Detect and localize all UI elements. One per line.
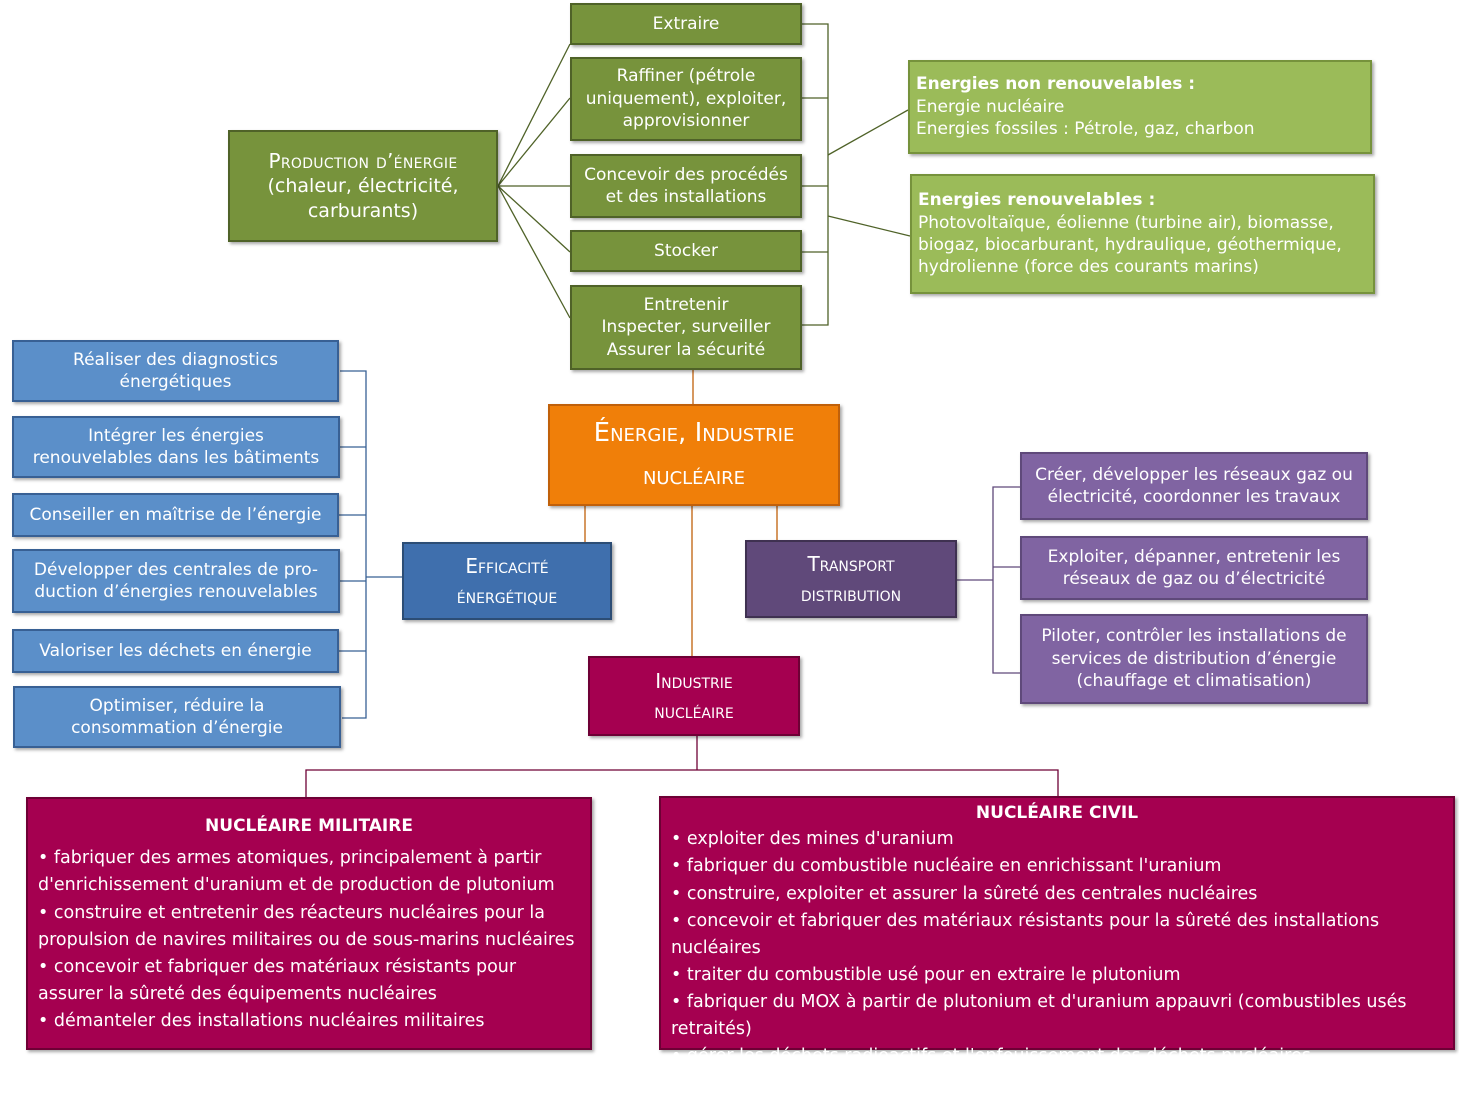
- list-item: fabriquer des armes atomiques, principal…: [38, 845, 580, 899]
- efficacite-item-integrer: Intégrer les énergies renouvelables dans…: [12, 416, 340, 478]
- transport-item-creer: Créer, développer les réseaux gaz ou éle…: [1020, 452, 1368, 520]
- nucleaire-civil-list: exploiter des mines d'uranium fabriquer …: [671, 826, 1443, 1097]
- energies-line: Energie nucléaire: [916, 96, 1065, 117]
- list-item: construire et entretenir des réacteurs n…: [38, 900, 580, 954]
- efficacite-item-developper: Développer des centrales de pro- duction…: [12, 549, 340, 613]
- list-item: fabriquer du MOX à partir de plutonium e…: [671, 989, 1443, 1043]
- activity-label: Extraire: [652, 13, 720, 34]
- efficacite-node: Efficacité énergétique: [402, 542, 612, 620]
- activity-label: Inspecter, surveiller: [601, 317, 771, 338]
- energies-renouvelables-heading: Energies renouvelables :: [918, 190, 1156, 211]
- efficacite-item-label: Optimiser, réduire la: [89, 695, 265, 716]
- list-item: construire, exploiter et assurer la sûre…: [671, 881, 1443, 908]
- nucleaire-civil-heading: NUCLÉAIRE CIVIL: [975, 803, 1139, 823]
- efficacite-item-diagnostics: Réaliser des diagnostics énergétiques: [12, 340, 339, 402]
- transport-item-label: Exploiter, dépanner, entretenir les: [1047, 546, 1341, 567]
- list-item: exploiter des mines d'uranium: [671, 826, 1443, 853]
- production-subtitle-line2: carburants): [307, 200, 419, 223]
- efficacite-item-label: duction d’énergies renouvelables: [34, 582, 318, 602]
- transport-item-label: (chauffage et climatisation): [1076, 671, 1312, 692]
- list-item: gérer les déchets radioactifs et l'enfou…: [671, 1043, 1443, 1070]
- activity-label: Raffiner (pétrole: [616, 66, 756, 87]
- central-title-line2: nucléaire: [642, 461, 746, 491]
- transport-title-line1: Transport: [807, 552, 895, 576]
- production-node: Production d’énergie (chaleur, électrici…: [228, 130, 498, 242]
- list-item: démanteler des installations nucléaires …: [38, 1008, 580, 1035]
- efficacite-item-label: Développer des centrales de pro-: [33, 559, 319, 580]
- transport-item-label: électricité, coordonner les travaux: [1047, 487, 1341, 507]
- efficacite-item-label: Intégrer les énergies: [88, 425, 264, 446]
- efficacite-item-label: Valoriser les déchets en énergie: [39, 640, 312, 661]
- list-item: démanteler les installations nucléaires …: [671, 1070, 1443, 1097]
- activity-stocker: Stocker: [570, 230, 802, 272]
- energies-non-renouvelables-heading: Energies non renouvelables :: [916, 74, 1196, 95]
- energies-non-renouvelables: Energies non renouvelables : Energie nuc…: [908, 60, 1372, 154]
- list-item: concevoir et fabriquer des matériaux rés…: [38, 954, 580, 1008]
- nucleaire-militaire-heading: NUCLÉAIRE MILITAIRE: [205, 816, 413, 836]
- central-node: Énergie, Industrie nucléaire: [548, 404, 840, 506]
- efficacite-item-valoriser: Valoriser les déchets en énergie: [12, 629, 339, 673]
- activity-label: et des installations: [605, 187, 767, 207]
- energies-line: Photovoltaïque, éolienne (turbine air), …: [918, 212, 1334, 233]
- efficacite-item-label: renouvelables dans les bâtiments: [32, 448, 320, 468]
- activity-label: Stocker: [654, 240, 718, 261]
- central-title-line1: Énergie, Industrie: [593, 418, 795, 449]
- activity-label: approvisionner: [622, 111, 750, 132]
- efficacite-item-label: Conseiller en maîtrise de l’énergie: [29, 504, 322, 525]
- transport-item-piloter: Piloter, contrôler les installations de …: [1020, 614, 1368, 704]
- efficacite-item-label: énergétiques: [119, 372, 232, 392]
- activity-extraire: Extraire: [570, 3, 802, 45]
- efficacite-item-label: consommation d’énergie: [71, 718, 283, 738]
- industrie-title-line1: Industrie: [655, 669, 733, 693]
- list-item: traiter du combustible usé pour en extra…: [671, 962, 1443, 989]
- activity-label: Concevoir des procédés: [584, 164, 788, 185]
- efficacite-title-line1: Efficacité: [465, 554, 549, 578]
- transport-item-label: services de distribution d’énergie: [1051, 648, 1337, 669]
- transport-item-label: réseaux de gaz ou d’électricité: [1062, 569, 1326, 589]
- industrie-nucleaire-node: Industrie nucléaire: [588, 656, 800, 736]
- activity-label: Entretenir: [643, 294, 729, 315]
- energies-renouvelables: Energies renouvelables : Photovoltaïque,…: [910, 174, 1375, 294]
- efficacite-item-label: Réaliser des diagnostics: [73, 349, 278, 370]
- production-subtitle-line1: (chaleur, électricité,: [267, 175, 459, 198]
- efficacite-item-optimiser: Optimiser, réduire la consommation d’éne…: [13, 686, 341, 748]
- transport-node: Transport distribution: [745, 540, 957, 618]
- list-item: fabriquer du combustible nucléaire en en…: [671, 853, 1443, 880]
- activity-label: Assurer la sécurité: [606, 339, 766, 360]
- connector-lines: [305, 23, 1059, 797]
- production-title: Production d’énergie: [268, 148, 458, 173]
- efficacite-title-line2: énergétique: [456, 584, 558, 608]
- transport-item-label: Piloter, contrôler les installations de: [1041, 626, 1347, 647]
- efficacite-item-conseiller: Conseiller en maîtrise de l’énergie: [12, 493, 339, 537]
- nucleaire-militaire-box: NUCLÉAIRE MILITAIRE fabriquer des armes …: [26, 797, 592, 1050]
- activity-entretenir: Entretenir Inspecter, surveiller Assurer…: [570, 285, 802, 370]
- nucleaire-militaire-list: fabriquer des armes atomiques, principal…: [38, 845, 580, 1035]
- list-item: concevoir et fabriquer des matériaux rés…: [671, 908, 1443, 962]
- energies-line: Energies fossiles : Pétrole, gaz, charbo…: [916, 119, 1255, 140]
- energies-line: biogaz, biocarburant, hydraulique, géoth…: [918, 235, 1342, 255]
- energies-line: hydrolienne (force des courants marins): [918, 257, 1259, 278]
- activity-label: uniquement), exploiter,: [585, 88, 787, 109]
- industrie-title-line2: nucléaire: [654, 699, 734, 723]
- transport-title-line2: distribution: [800, 582, 902, 606]
- activity-raffiner: Raffiner (pétrole uniquement), exploiter…: [570, 57, 802, 141]
- transport-item-label: Créer, développer les réseaux gaz ou: [1035, 464, 1353, 485]
- activity-concevoir: Concevoir des procédés et des installati…: [570, 154, 802, 218]
- nucleaire-civil-box: NUCLÉAIRE CIVIL exploiter des mines d'ur…: [659, 796, 1455, 1093]
- transport-item-exploiter: Exploiter, dépanner, entretenir les rése…: [1020, 536, 1368, 600]
